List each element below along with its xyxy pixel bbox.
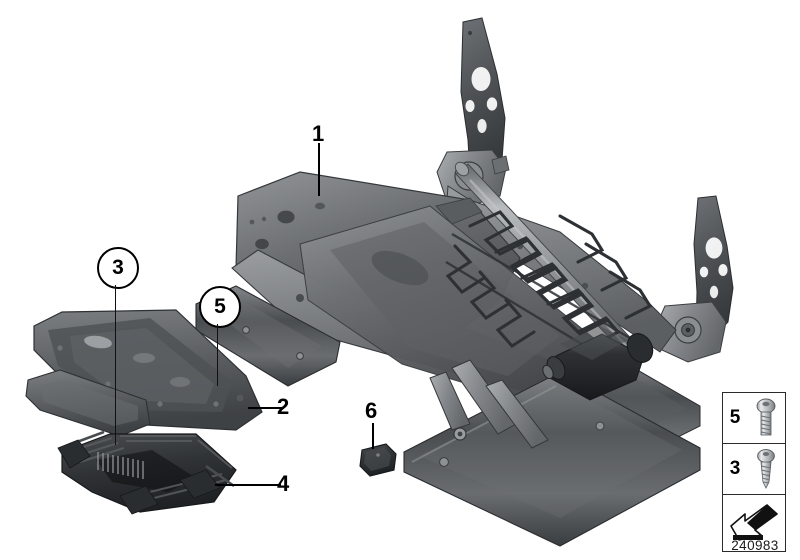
legend-number-3: 3 <box>729 458 741 479</box>
legend-number-5: 5 <box>729 407 741 428</box>
self-tapping-screw-icon <box>747 448 785 490</box>
legend-row-screw-3: 3 <box>723 444 785 495</box>
leader-line-2 <box>248 407 284 409</box>
diagram-part-number: 240983 <box>731 538 779 553</box>
recliner-bracket-left <box>460 17 506 183</box>
callout-3: 3 <box>97 247 139 289</box>
leader-line-4 <box>215 484 281 486</box>
seat-adjustment-motor <box>542 326 654 401</box>
callout-4: 4 <box>277 471 290 496</box>
callout-6: 6 <box>365 398 378 423</box>
callout-5: 5 <box>199 286 241 328</box>
part-plastic-cap-plug <box>359 443 397 477</box>
leader-line-3 <box>115 285 117 445</box>
legend-row-direction <box>723 495 785 551</box>
part-seat-frame-main-structure <box>231 17 734 401</box>
installation-direction-arrow-icon <box>723 502 785 544</box>
recliner-hinge-right <box>655 301 727 363</box>
part-seat-mechanism-cover <box>57 430 237 515</box>
pan-head-screw-icon <box>747 397 785 439</box>
seat-height-linkage <box>429 359 549 449</box>
leader-line-6 <box>372 423 374 449</box>
callout-2: 2 <box>277 394 290 419</box>
leader-line-1 <box>318 143 320 196</box>
legend-row-screw-5: 5 <box>723 393 785 444</box>
leader-line-5 <box>217 324 219 386</box>
hardware-legend-box: 5 3 <box>722 392 786 552</box>
part-seat-trim-panel <box>25 309 263 437</box>
callout-1: 1 <box>312 121 325 146</box>
